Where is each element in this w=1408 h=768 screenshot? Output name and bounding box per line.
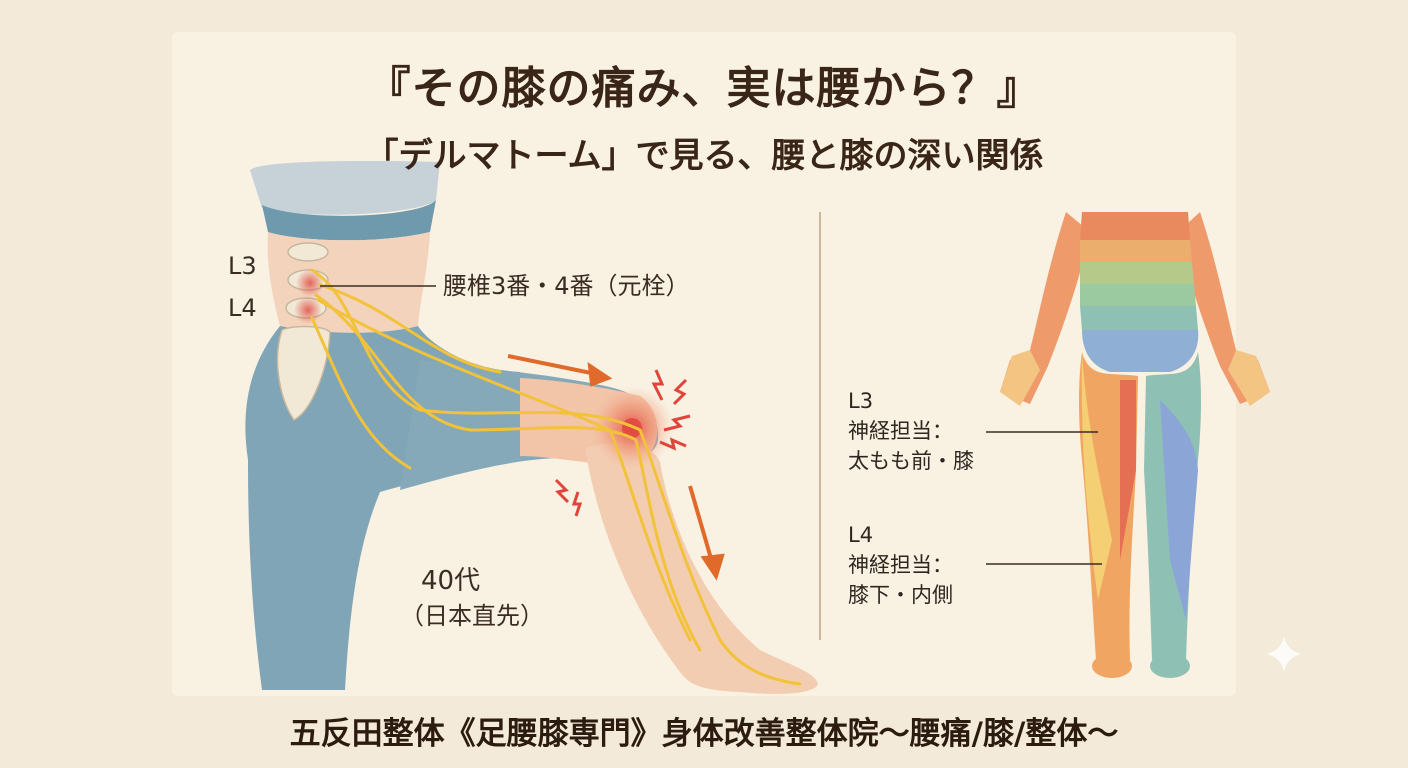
lower-leg bbox=[585, 443, 818, 694]
top-clothing bbox=[250, 160, 440, 215]
l4-level: L4 bbox=[848, 523, 874, 547]
label-l4: L4 bbox=[228, 294, 257, 322]
pain-sparks bbox=[554, 369, 691, 517]
lumbar-label: 腰椎3番・4番（元栓） bbox=[443, 272, 690, 300]
page-title: 『その膝の痛み、実は腰から？』 bbox=[366, 63, 1042, 114]
side-view-figure bbox=[245, 160, 818, 694]
sparkle-icon bbox=[1266, 636, 1302, 672]
label-l3: L3 bbox=[228, 252, 257, 280]
l4-line2: 膝下・内側 bbox=[848, 583, 953, 607]
age-note: （日本直先） bbox=[400, 602, 544, 630]
l3-level: L3 bbox=[848, 389, 874, 413]
l4-line1: 神経担当： bbox=[848, 553, 953, 577]
age-label: 40代 bbox=[421, 566, 481, 596]
dermatome-l3-label: L3 神経担当： 太もも前・膝 bbox=[848, 386, 974, 476]
l3-glow bbox=[296, 269, 324, 297]
direction-arrows bbox=[507, 354, 725, 581]
l4-glow bbox=[294, 296, 322, 324]
l3-line1: 神経担当： bbox=[848, 419, 953, 443]
page-subtitle: 「デルマトーム」で見る、腰と膝の深い関係 bbox=[364, 136, 1044, 176]
nerve-paths bbox=[310, 268, 802, 686]
dermatome-figure bbox=[986, 212, 1270, 678]
waistband-top bbox=[262, 200, 436, 241]
footer-caption: 五反田整体《足腰膝専門》身体改善整体院～腰痛/膝/整体～ bbox=[289, 716, 1119, 752]
dermatome-l4-label: L4 神経担当： 膝下・内側 bbox=[848, 520, 953, 610]
l3-line2: 太もも前・膝 bbox=[848, 449, 974, 473]
